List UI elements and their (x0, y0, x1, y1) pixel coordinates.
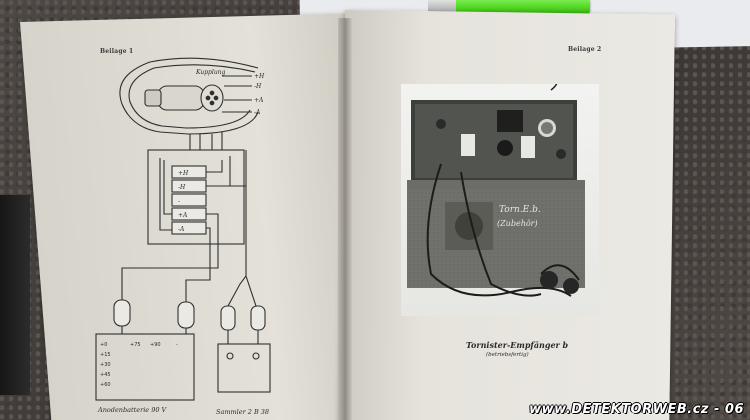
block-pin-label: +A (178, 212, 188, 219)
battery-terminal-label: +30 (100, 362, 111, 368)
accumulator (217, 343, 271, 393)
anode-battery-caption: Anodenbatterie 90 V (97, 406, 168, 414)
book-gutter (338, 18, 352, 420)
block-pin-label: -H (178, 184, 186, 191)
block-pin-label: -A (178, 226, 185, 233)
socket-pin-label: +A (254, 97, 264, 104)
socket-pin-label: +H (254, 73, 265, 80)
anode-battery (95, 333, 195, 401)
radio-photograph: Torn.E.b. (Zubehör) (401, 84, 599, 316)
box-text-line2: (Zubehör) (497, 219, 538, 228)
battery-terminal-label: +45 (100, 372, 111, 378)
battery-terminal-label: +60 (100, 382, 111, 388)
socket-pin-label: -H (254, 83, 262, 90)
battery-terminal-label: - (176, 342, 178, 348)
accumulator-caption: Sammler 2 B 38 (216, 408, 269, 416)
right-page-label: Beilage 2 (568, 46, 602, 53)
cable-loop (119, 57, 259, 135)
battery-terminal-label: +15 (100, 352, 111, 358)
headphone-earpiece (540, 271, 558, 289)
block-pin-label: - (178, 198, 180, 205)
radio-image: Torn.E.b. (Zubehör) (407, 84, 585, 297)
battery-terminal-label: +75 (130, 342, 141, 348)
socket-pin-label: -A (254, 109, 261, 116)
box-text-line1: Torn.E.b. (499, 205, 541, 215)
block-pin-label: +H (178, 170, 189, 177)
watermark: www.DETEKTORWEB.cz - 06 (529, 402, 744, 417)
photo-caption-subtitle: (betriebsfertig) (486, 352, 529, 358)
connection-block (147, 149, 245, 245)
battery-terminal-label: +0 (100, 342, 107, 348)
plug-body (157, 85, 205, 111)
cable-label: Kupplung (195, 69, 226, 76)
battery-terminal-label: +90 (150, 342, 161, 348)
black-device-edge (0, 195, 30, 395)
left-page-label: Beilage 1 (100, 48, 134, 55)
photo-caption-title: Tornister-Empfänger b (466, 340, 569, 350)
